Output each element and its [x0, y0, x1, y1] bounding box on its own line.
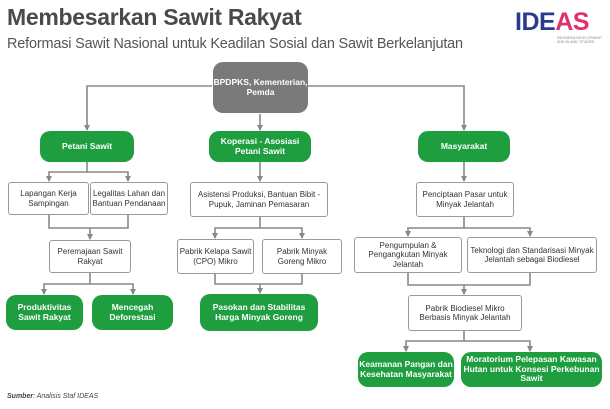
- logo-tagline: INDONESIA DEVELOPMENT AND ISLAMIC STUDIE…: [557, 36, 602, 44]
- connector-c3-split-right: [464, 227, 533, 237]
- node-teknologi-standarisasi: Teknologi dan Standarisasi Minyak Jelant…: [467, 237, 597, 273]
- connector-c3-merge-right: [464, 273, 531, 286]
- node-mencegah-deforestasi: Mencegah Deforestasi: [92, 295, 173, 330]
- connector-c3-merge: [407, 273, 467, 295]
- connector-c1-merge-right: [90, 215, 129, 229]
- node-lapangan-kerja: Lapangan Kerja Sampingan: [8, 182, 89, 215]
- source-label: Sumber: [7, 393, 34, 400]
- node-pasokan-stabilitas: Pasokan dan Stabilitas Harga Minyak Gore…: [200, 294, 318, 331]
- node-keamanan-pangan: Keamanan Pangan dan Kesehatan Masyarakat: [358, 352, 454, 387]
- node-asistensi-produksi: Asistensi Produksi, Bantuan Bibit - Pupu…: [190, 182, 328, 217]
- logo-word-left: IDE: [515, 8, 556, 36]
- source-text: : Analisis Staf IDEAS: [33, 393, 99, 400]
- node-peremajaan-sawit: Peremajaan Sawit Rakyat: [49, 240, 131, 273]
- connector-c2-split: [212, 217, 261, 239]
- connector-top-left: [84, 85, 212, 131]
- page-title: Membesarkan Sawit Rakyat: [7, 4, 302, 30]
- connector-c1-split: [46, 162, 88, 182]
- connector-c1-out-right: [90, 283, 136, 295]
- page-subtitle: Reformasi Sawit Nasional untuk Keadilan …: [7, 36, 463, 52]
- connector-c3-split: [405, 217, 465, 237]
- connector-top-right: [308, 85, 467, 131]
- logo-word-right: AS: [555, 8, 589, 36]
- node-pengumpulan-jelantah: Pengumpulan & Pengangkutan Minyak Jelant…: [354, 237, 462, 273]
- connector-c2-merge-right: [260, 274, 303, 285]
- connector-c1-out-left: [41, 273, 91, 295]
- node-legalitas-lahan: Legalitas Lahan dan Bantuan Pendanaan: [90, 182, 168, 215]
- source-note: Sumber: Analisis Staf IDEAS: [7, 393, 98, 400]
- node-masyarakat: Masyarakat: [418, 131, 510, 162]
- node-petani-sawit: Petani Sawit: [40, 131, 134, 162]
- connector-c2-split-right: [260, 227, 305, 239]
- node-penciptaan-pasar: Penciptaan Pasar untuk Minyak Jelantah: [416, 182, 514, 217]
- ideas-logo: IDEAS INDONESIA DEVELOPMENT AND ISLAMIC …: [515, 8, 607, 44]
- node-moratorium: Moratorium Pelepasan Kawasan Hutan untuk…: [461, 352, 602, 387]
- node-pabrik-cpo: Pabrik Kelapa Sawit (CPO) Mikro: [177, 239, 254, 274]
- logo-wordmark: IDEAS: [515, 8, 589, 37]
- connector-c3-out-right: [464, 340, 533, 352]
- node-produktivitas: Produktivitas Sawit Rakyat: [6, 295, 83, 330]
- connector-c1-split-right: [87, 171, 131, 182]
- node-top-stakeholders: BPDPKS, Kementerian, Pemda: [213, 62, 308, 113]
- node-pabrik-biodiesel: Pabrik Biodiesel Mikro Berbasis Minyak J…: [408, 295, 522, 331]
- node-koperasi: Koperasi - Asosiasi Petani Sawit: [209, 131, 311, 162]
- connector-c3-out: [403, 331, 465, 352]
- connector-c2-merge: [214, 274, 263, 294]
- connector-c1-merge-left: [48, 215, 93, 240]
- node-pabrik-minyak-goreng: Pabrik Minyak Goreng Mikro: [262, 239, 342, 274]
